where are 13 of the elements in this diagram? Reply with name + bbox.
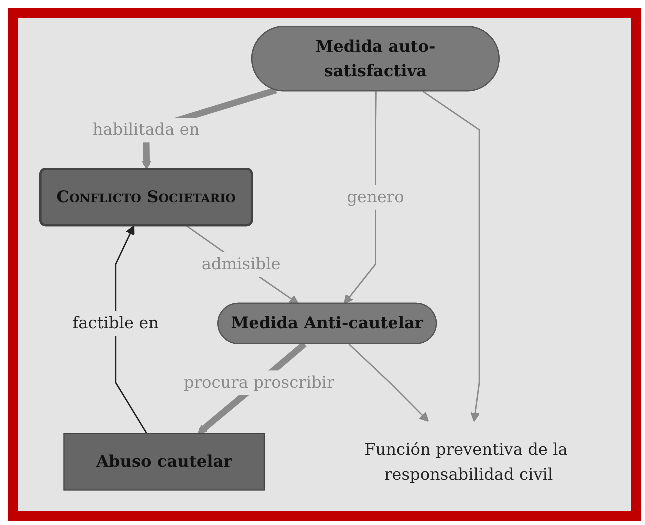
frame-background: habilitada en genero admisible procura proscribir factible en Medida auto-satisfactiva Conflicto Societario Medida Anti-cautelar Abuso cautelar Función preventiva de la responsabilidad civil xyxy=(8,8,641,521)
arrow xyxy=(186,225,299,304)
arrow xyxy=(348,344,430,422)
node-box xyxy=(64,433,265,491)
arrow xyxy=(422,91,480,422)
edge-label: genero xyxy=(346,187,404,207)
edge-label: procura proscribir xyxy=(184,372,335,392)
arrow xyxy=(344,92,377,304)
node-text: Función preventiva de la responsabilidad civil xyxy=(364,440,568,484)
arrow xyxy=(115,226,148,434)
edge-label: habilitada en xyxy=(92,120,200,140)
edge-label: factible en xyxy=(72,314,159,334)
edge-label: admisible xyxy=(202,254,281,274)
